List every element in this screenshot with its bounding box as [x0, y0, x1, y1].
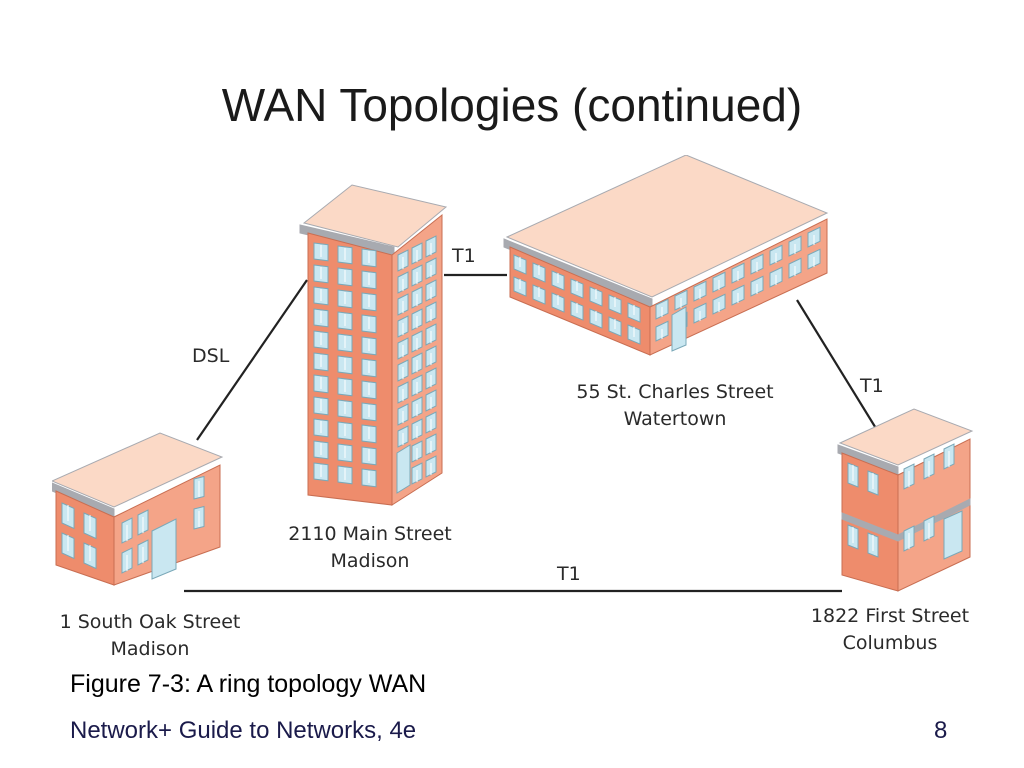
building-watertown: [503, 155, 829, 356]
link-line-watertown-columbus: [796, 299, 878, 431]
site-label-watertown: 55 St. Charles Street Watertown: [560, 379, 790, 433]
building-columbus: [837, 408, 974, 592]
link-line-oak-main: [196, 279, 308, 441]
site-city: Columbus: [842, 632, 938, 654]
site-address: 2110 Main Street: [288, 523, 452, 545]
site-label-south-oak: 1 South Oak Street Madison: [52, 609, 248, 663]
site-address: 1 South Oak Street: [59, 611, 241, 633]
page-number: 8: [934, 717, 948, 744]
figure-caption: Figure 7-3: A ring topology WAN: [70, 670, 427, 698]
site-city: Madison: [110, 638, 190, 660]
link-label-t1-watertown-columbus: T1: [860, 375, 884, 397]
site-label-columbus: 1822 First Street Columbus: [800, 603, 980, 657]
footer-book-title: Network+ Guide to Networks, 4e: [70, 717, 417, 744]
wan-links: [184, 273, 878, 593]
site-city: Madison: [330, 550, 410, 572]
building-south-oak: [52, 432, 224, 586]
site-address: 1822 First Street: [810, 605, 970, 627]
site-address: 55 St. Charles Street: [576, 381, 774, 403]
link-label-dsl: DSL: [192, 345, 230, 367]
wan-ring-diagram: DSL T1 T1 T1 2110 Main Street Madison 55…: [52, 155, 974, 665]
site-city: Watertown: [623, 408, 727, 430]
diagram-canvas: [52, 155, 974, 593]
link-label-t1-main-watertown: T1: [452, 245, 476, 267]
building-main-street: [299, 184, 448, 506]
slide-title: WAN Topologies (continued): [221, 79, 803, 131]
link-label-t1-columbus-oak: T1: [557, 563, 581, 585]
site-label-main-street: 2110 Main Street Madison: [260, 521, 480, 575]
